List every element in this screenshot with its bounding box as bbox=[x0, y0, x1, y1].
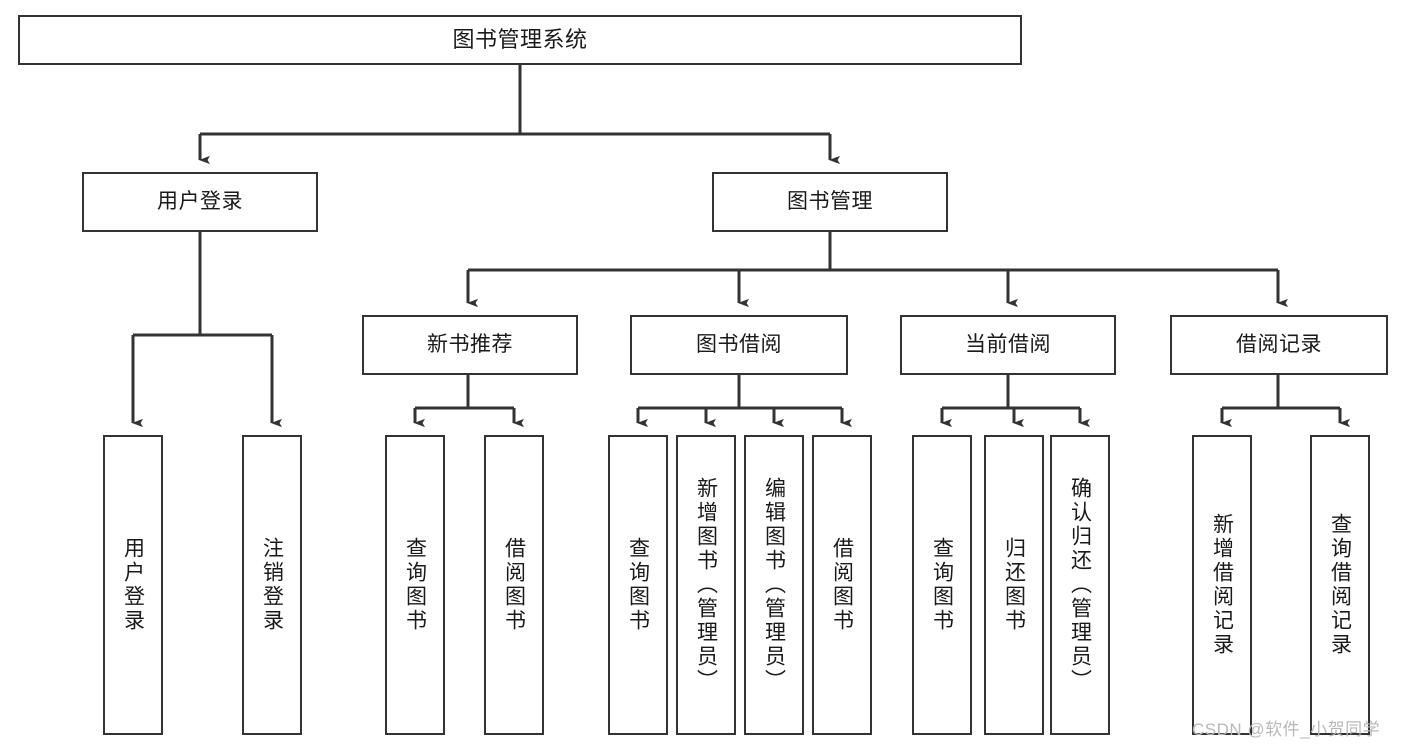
node-label: 查询图书 bbox=[930, 537, 954, 633]
leaf-edit-book-admin[interactable]: 编辑图书（管理员） bbox=[744, 435, 804, 735]
leaf-query-book-bb[interactable]: 查询图书 bbox=[608, 435, 668, 735]
leaf-query-book-nbr[interactable]: 查询图书 bbox=[385, 435, 445, 735]
node-label: 图书管理系统 bbox=[452, 27, 588, 53]
csdn-watermark: CSDN @软件_小贺同学 bbox=[1192, 720, 1381, 739]
node-label: 确认归还（管理员） bbox=[1068, 477, 1092, 693]
leaf-logout[interactable]: 注销登录 bbox=[242, 435, 302, 735]
node-label: 用户登录 bbox=[121, 537, 145, 633]
node-label: 当前借阅 bbox=[965, 332, 1051, 356]
leaf-borrow-book-nbr[interactable]: 借阅图书 bbox=[484, 435, 544, 735]
leaf-add-borrow-record[interactable]: 新增借阅记录 bbox=[1192, 435, 1252, 735]
leaf-user-login[interactable]: 用户登录 bbox=[103, 435, 163, 735]
node-label: 新增借阅记录 bbox=[1210, 513, 1234, 657]
node-label: 查询借阅记录 bbox=[1328, 513, 1352, 657]
node-label: 新书推荐 bbox=[427, 332, 513, 356]
node-label: 图书管理 bbox=[787, 189, 873, 213]
node-current-borrowing[interactable]: 当前借阅 bbox=[900, 315, 1116, 375]
node-book-management[interactable]: 图书管理 bbox=[712, 172, 948, 232]
leaf-query-book-cb[interactable]: 查询图书 bbox=[912, 435, 972, 735]
node-label: 编辑图书（管理员） bbox=[762, 477, 786, 693]
node-user-login[interactable]: 用户登录 bbox=[82, 172, 318, 232]
node-label: 查询图书 bbox=[626, 537, 650, 633]
node-new-book-recommendation[interactable]: 新书推荐 bbox=[362, 315, 578, 375]
leaf-add-book-admin[interactable]: 新增图书（管理员） bbox=[676, 435, 736, 735]
node-label: 借阅图书 bbox=[502, 537, 526, 633]
node-label: 归还图书 bbox=[1002, 537, 1026, 633]
leaf-borrow-book-bb[interactable]: 借阅图书 bbox=[812, 435, 872, 735]
node-label: 用户登录 bbox=[157, 189, 243, 213]
node-label: 借阅记录 bbox=[1236, 332, 1322, 356]
leaf-confirm-return-admin[interactable]: 确认归还（管理员） bbox=[1050, 435, 1110, 735]
node-book-borrowing[interactable]: 图书借阅 bbox=[630, 315, 848, 375]
leaf-return-book[interactable]: 归还图书 bbox=[984, 435, 1044, 735]
node-label: 新增图书（管理员） bbox=[694, 477, 718, 693]
node-root-system[interactable]: 图书管理系统 bbox=[18, 15, 1022, 65]
node-label: 注销登录 bbox=[260, 537, 284, 633]
node-label: 图书借阅 bbox=[696, 332, 782, 356]
leaf-query-borrow-record[interactable]: 查询借阅记录 bbox=[1310, 435, 1370, 735]
node-label: 借阅图书 bbox=[830, 537, 854, 633]
node-borrow-records[interactable]: 借阅记录 bbox=[1170, 315, 1388, 375]
node-label: 查询图书 bbox=[403, 537, 427, 633]
